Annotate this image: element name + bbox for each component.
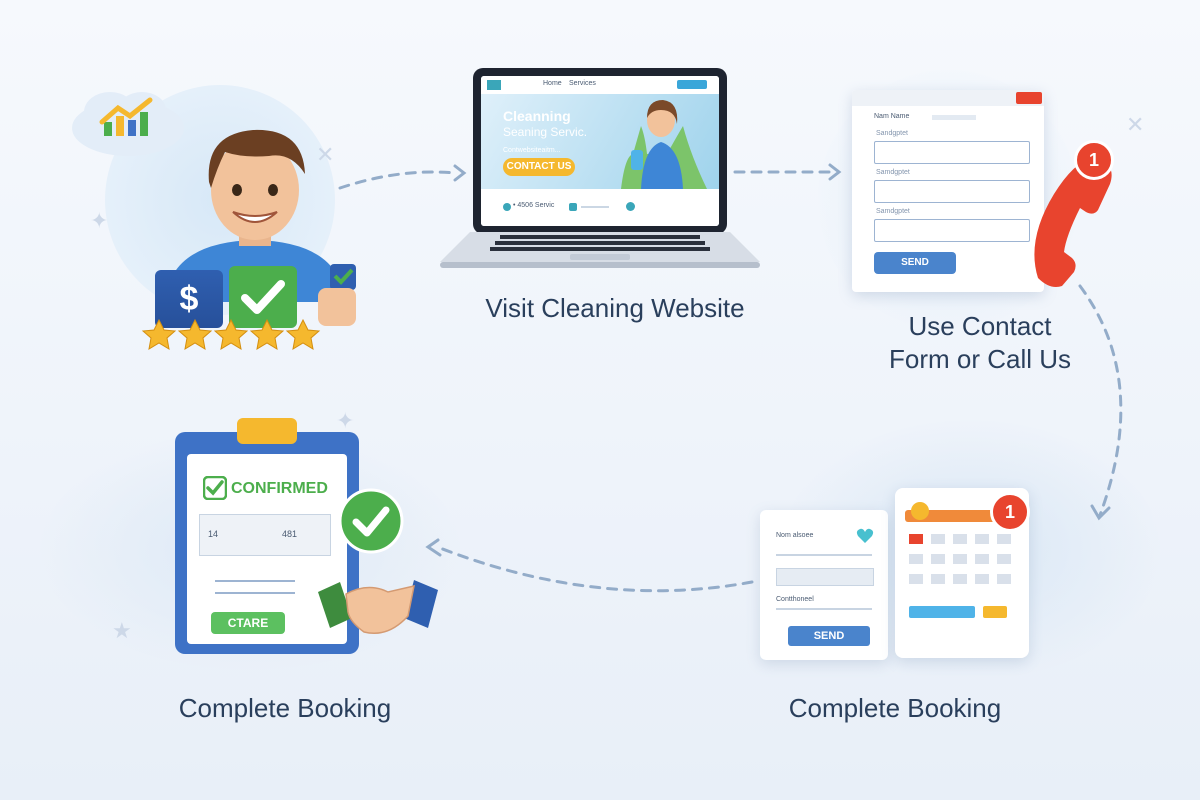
site-header: Home Services (481, 76, 719, 94)
pin-icon (626, 202, 635, 211)
site-hero: Cleanning Seaning Servic. Contwebsiteait… (481, 94, 719, 189)
form-field-2[interactable] (874, 180, 1030, 203)
check-icon (229, 266, 297, 328)
calendar-grid (909, 534, 1011, 618)
person-icon (155, 112, 355, 302)
phone-icon[interactable] (1030, 140, 1120, 290)
calendar-pin-icon (911, 502, 929, 520)
mail-dot-icon (569, 203, 577, 211)
step-caption-contact: Use Contact Form or Call Us (850, 310, 1110, 376)
star-icon (249, 318, 285, 350)
form-label-3: Samdgptet (876, 208, 910, 215)
laptop-icon: Home Services Cleanning Seaning Servic. … (473, 68, 727, 234)
star-icon (285, 318, 321, 350)
booking-send-button[interactable]: SEND (788, 626, 870, 646)
star-rating (140, 318, 330, 350)
site-nav-home[interactable]: Home (543, 80, 562, 87)
step-caption-visit: Visit Cleaning Website (485, 293, 745, 323)
phone-badge: 1 (1074, 140, 1114, 180)
booking-form-card: Nom alsoee Contthoneel SEND (760, 510, 888, 660)
confirmation-button[interactable]: CTARE (211, 612, 285, 634)
booking-form-field[interactable] (776, 568, 874, 586)
step-caption-booking-left: Complete Booking (178, 693, 392, 723)
site-headline-1: Cleanning (503, 108, 571, 124)
booking-form-line-2 (776, 608, 872, 610)
clipboard-clip (237, 418, 297, 444)
clipboard-icon: CONFIRMED 14 481 CTARE (175, 418, 359, 654)
site-header-button[interactable] (677, 80, 707, 89)
send-button[interactable]: SEND (874, 252, 956, 274)
star-icon (177, 318, 213, 350)
sparkle-icon: ✦ (336, 408, 355, 433)
step-caption-contact-line-2: Form or Call Us (888, 344, 1071, 374)
close-icon[interactable] (1016, 92, 1042, 104)
contact-form-card: Nam Name Sandgptet Samdgptet Samdgptet S… (852, 90, 1044, 292)
form-header-text: Nam Name (874, 113, 910, 120)
confirmation-table: 14 481 (199, 514, 331, 556)
step-caption-booking-right: Complete Booking (788, 693, 1002, 723)
form-label-1: Sandgptet (876, 130, 908, 137)
confirmed-status: CONFIRMED (231, 480, 328, 497)
table-cell-1: 14 (208, 529, 219, 539)
cleaner-icon (621, 100, 707, 189)
form-titlebar (852, 90, 1044, 106)
booking-form-label-1: Nom alsoee (776, 532, 814, 539)
site-subtext: Contwebsiteaitm... (503, 147, 561, 154)
calendar-badge: 1 (990, 492, 1030, 532)
dollar-icon: $ (155, 270, 223, 328)
thumbs-up-icon (312, 262, 362, 328)
sparkle-icon: ✦ (90, 208, 109, 233)
sparkle-icon: ✕ (316, 142, 335, 167)
form-label-2: Samdgptet (876, 169, 910, 176)
sparkle-icon: ★ (112, 618, 132, 643)
laptop-keyboard (440, 232, 760, 268)
heart-icon (856, 528, 874, 543)
site-footer-line (581, 206, 609, 208)
contact-us-button[interactable]: CONTACT US (503, 158, 575, 176)
website-preview: Home Services Cleanning Seaning Servic. … (481, 76, 719, 226)
site-nav-services[interactable]: Services (569, 80, 596, 87)
booking-form-label-2: Contthoneel (776, 596, 814, 603)
form-header-line (932, 115, 976, 120)
confirmed-check-icon (203, 476, 227, 500)
table-cell-2: 481 (282, 529, 298, 539)
site-logo-icon (487, 80, 501, 90)
site-footer: • 4506 Servic (481, 189, 719, 226)
clipboard-paper: CONFIRMED 14 481 CTARE (187, 454, 347, 644)
star-icon (141, 318, 177, 350)
confirmation-line-2 (215, 592, 295, 594)
cloud-chart-icon (68, 82, 188, 162)
site-headline-2: Seaning Servic. (503, 125, 588, 139)
check-icon (338, 488, 404, 554)
site-footer-text: • 4506 Servic (513, 202, 555, 209)
confirmation-line-1 (215, 580, 295, 582)
sparkle-icon: ✕ (1126, 112, 1145, 137)
booking-form-line (776, 554, 872, 556)
star-icon (213, 318, 249, 350)
form-field-1[interactable] (874, 141, 1030, 164)
handshake-icon (318, 580, 438, 634)
step-caption-contact-line-1: Use Contact (908, 311, 1052, 341)
form-field-3[interactable] (874, 219, 1030, 242)
phone-dot-icon (503, 203, 511, 211)
